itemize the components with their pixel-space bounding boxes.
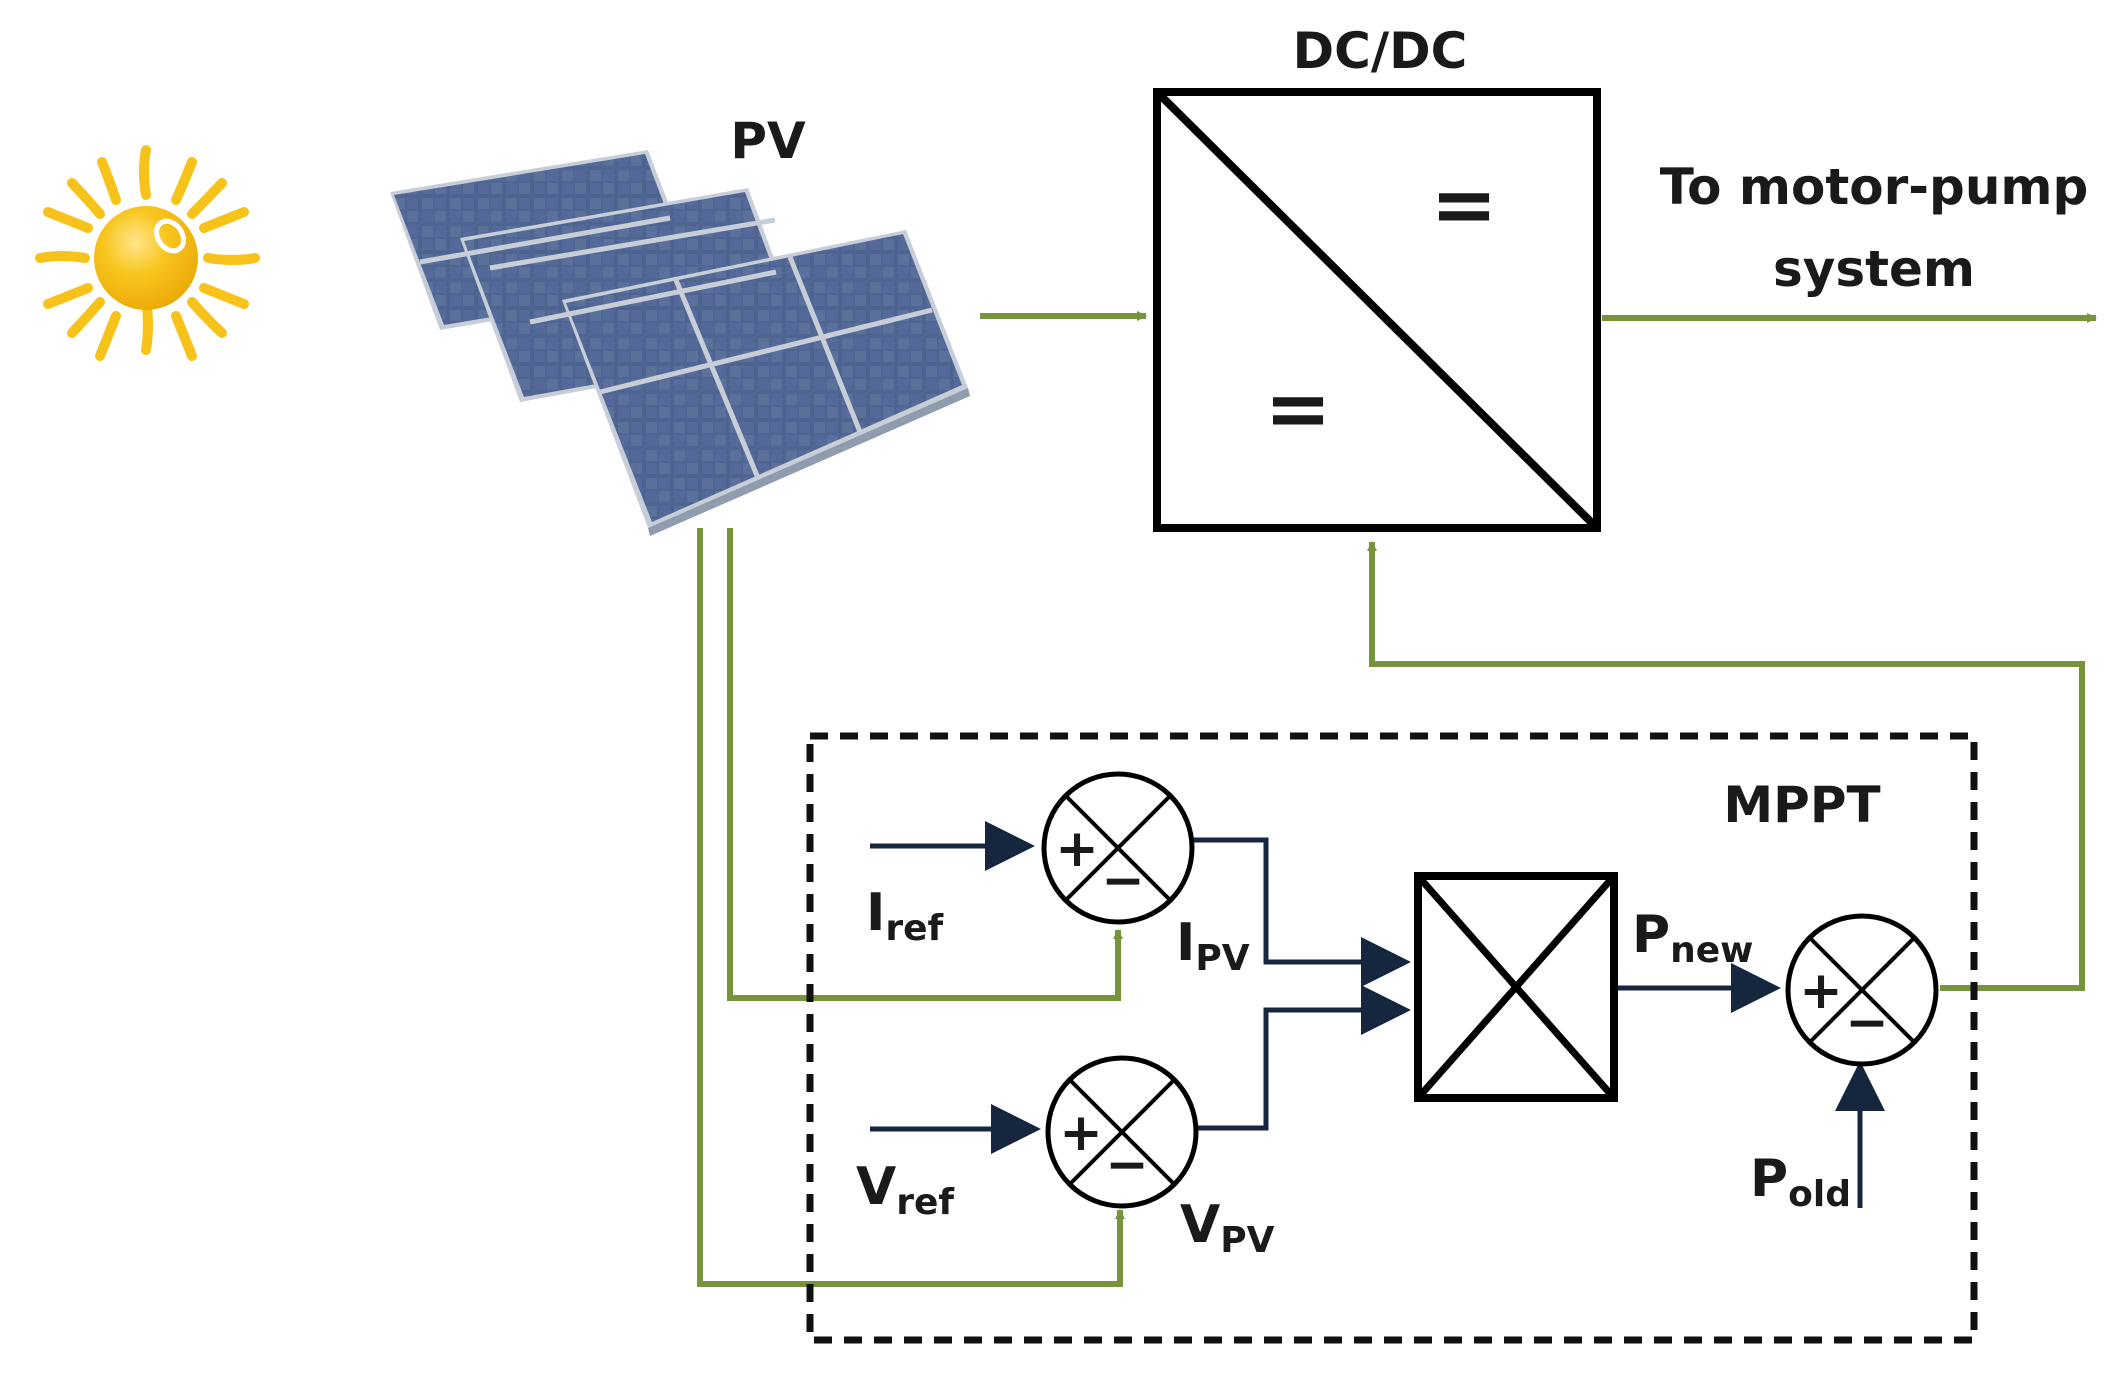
pv-voltage-feedback-line — [697, 528, 1125, 1287]
mppt-boundary — [806, 732, 1978, 1344]
pv-label: PV — [730, 112, 806, 170]
voltage-junction-plus: + — [1059, 1103, 1103, 1163]
sun-icon — [35, 145, 260, 361]
pold-label-main: P — [1750, 1149, 1788, 1209]
power-summing-junction: + − — [1785, 913, 1939, 1067]
ipv-label-sub: PV — [1195, 938, 1249, 979]
current-junction-minus: − — [1101, 851, 1145, 911]
pv-panel-icon — [390, 150, 970, 536]
ipv-label: IPV — [1176, 913, 1250, 979]
iref-label: Iref — [866, 883, 944, 949]
voltage-summing-junction: + − — [1045, 1055, 1199, 1209]
pnew-label: Pnew — [1632, 905, 1753, 971]
pold-label-sub: old — [1788, 1174, 1851, 1215]
current-error-line — [1193, 837, 1411, 987]
pold-label: Pold — [1750, 1149, 1851, 1215]
vpv-label-main: V — [1180, 1195, 1220, 1255]
vpv-label: VPV — [1180, 1195, 1275, 1261]
dcdc-output-symbol: = — [1430, 158, 1497, 251]
pv-current-feedback-line — [727, 528, 1123, 1001]
iref-label-main: I — [866, 883, 885, 943]
dcdc-label: DC/DC — [1293, 22, 1468, 80]
vpv-label-sub: PV — [1220, 1220, 1274, 1261]
mppt-label: MPPT — [1723, 776, 1880, 834]
dcdc-input-symbol: = — [1264, 362, 1331, 455]
iref-label-sub: ref — [885, 908, 943, 949]
pnew-label-main: P — [1632, 905, 1670, 965]
power-junction-plus: + — [1799, 961, 1843, 1021]
output-label-line2: system — [1773, 240, 1975, 298]
ipv-label-main: I — [1176, 913, 1195, 973]
mppt-to-dcdc-duty-line — [1367, 541, 2085, 991]
vref-label: Vref — [856, 1157, 954, 1223]
vref-label-main: V — [856, 1157, 896, 1217]
pnew-label-sub: new — [1670, 930, 1753, 971]
voltage-error-line — [1197, 985, 1411, 1131]
multiplier-block — [1414, 872, 1618, 1102]
current-junction-plus: + — [1055, 819, 1099, 879]
voltage-junction-minus: − — [1105, 1135, 1149, 1195]
vref-label-sub: ref — [896, 1182, 954, 1223]
dcdc-converter-block: = = — [1153, 88, 1601, 532]
power-junction-minus: − — [1845, 993, 1889, 1053]
current-summing-junction: + − — [1041, 771, 1195, 925]
output-label-line1: To motor-pump — [1660, 158, 2089, 216]
